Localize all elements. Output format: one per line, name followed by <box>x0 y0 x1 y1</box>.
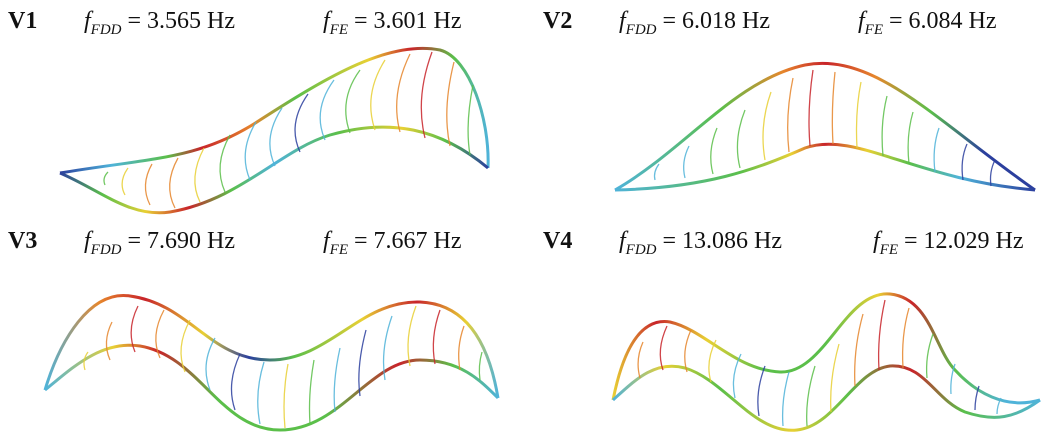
mode-header: V1 fFDD = 3.565 Hz fFE = 3.601 Hz <box>8 8 518 44</box>
mode-label: V1 <box>8 8 38 34</box>
fe-frequency: fFE = 6.084 Hz <box>858 8 997 38</box>
mode-shape-v4 <box>611 292 1041 432</box>
fe-frequency: fFE = 3.601 Hz <box>323 8 462 38</box>
fdd-frequency: fFDD = 7.690 Hz <box>84 228 236 258</box>
mode-panel-v4: V4 fFDD = 13.086 Hz fFE = 12.029 Hz <box>535 220 1050 435</box>
mode-header: V2 fFDD = 6.018 Hz fFE = 6.084 Hz <box>543 8 1050 44</box>
mode-label: V4 <box>543 228 573 254</box>
fdd-frequency: fFDD = 13.086 Hz <box>619 228 783 258</box>
fe-frequency: fFE = 12.029 Hz <box>873 228 1024 258</box>
mode-shape-v3 <box>43 294 500 432</box>
mode-label: V2 <box>543 8 573 34</box>
mode-label: V3 <box>8 228 38 254</box>
mode-header: V4 fFDD = 13.086 Hz fFE = 12.029 Hz <box>543 228 1050 264</box>
mode-panel-v3: V3 fFDD = 7.690 Hz fFE = 7.667 Hz <box>0 220 520 435</box>
fdd-frequency: fFDD = 3.565 Hz <box>84 8 236 38</box>
mode-shape-v2 <box>614 62 1036 192</box>
mode-header: V3 fFDD = 7.690 Hz fFE = 7.667 Hz <box>8 228 518 264</box>
fdd-frequency: fFDD = 6.018 Hz <box>619 8 771 38</box>
fe-frequency: fFE = 7.667 Hz <box>323 228 462 258</box>
mode-panel-v1: V1 fFDD = 3.565 Hz fFE = 3.601 Hz <box>0 0 520 215</box>
mode-shape-v1 <box>59 46 490 215</box>
mode-panel-v2: V2 fFDD = 6.018 Hz fFE = 6.084 Hz <box>535 0 1050 215</box>
